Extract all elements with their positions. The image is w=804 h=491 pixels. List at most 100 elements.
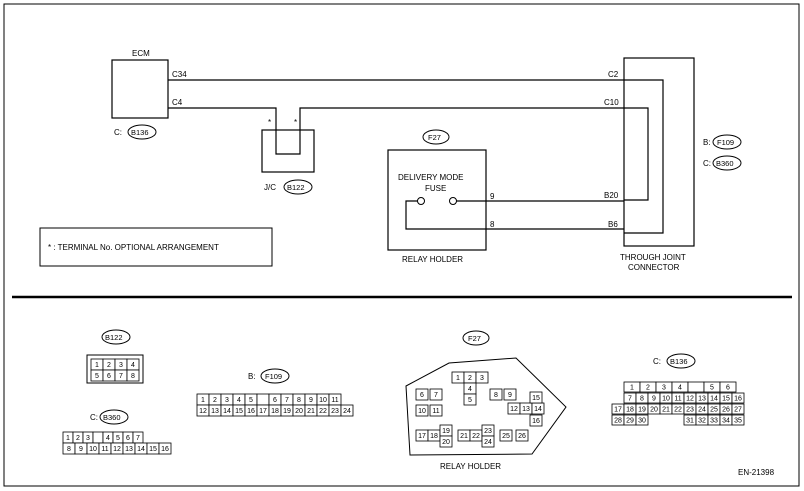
b136-pin-label: 8 — [640, 396, 644, 403]
f27-pin-label: 9 — [508, 392, 512, 399]
b136-pin-label: 19 — [638, 407, 646, 414]
b122-cell — [126, 369, 140, 382]
b360-cell — [158, 442, 172, 455]
ecm-conn-prefix: C: — [114, 128, 122, 137]
tj-pin-c2: C2 — [608, 70, 619, 79]
f27-pin-label: 14 — [534, 406, 542, 413]
f27-cell — [499, 429, 513, 442]
f27-pin-label: 1 — [456, 375, 460, 382]
b136-cell — [731, 414, 745, 426]
tj-pin-b20: B20 — [604, 191, 619, 200]
b136-pin-label: 24 — [698, 407, 706, 414]
b136-pin-label: 20 — [650, 407, 658, 414]
relay-holder-box — [387, 149, 487, 251]
f27-outline — [405, 357, 567, 456]
fuse-terminal-right — [449, 197, 457, 205]
f27-cell — [415, 404, 429, 417]
b136-pin-label: 31 — [686, 418, 694, 425]
f109-pin-label: 1 — [201, 397, 205, 404]
f27-cell — [415, 388, 429, 401]
f27-pin-label: 24 — [484, 439, 492, 446]
f27-pin-label: 19 — [442, 428, 450, 435]
f27-cell — [503, 388, 517, 401]
f109-pin-label: 12 — [199, 408, 207, 415]
relay-pin-9: 9 — [490, 192, 495, 201]
b136-pin-label: 22 — [674, 407, 682, 414]
ecm-pin-c4: C4 — [172, 98, 183, 107]
f27-pin-label: 22 — [472, 433, 480, 440]
fuse-label-line2: FUSE — [425, 184, 446, 193]
relay-conn-oval — [422, 129, 450, 145]
f109-pin-label: 24 — [343, 408, 351, 415]
f109-cell — [256, 393, 270, 406]
b122-pin-label: 4 — [131, 362, 135, 369]
f27-cell — [515, 429, 529, 442]
ecm-conn-oval — [127, 124, 157, 140]
joint-prefix: J/C — [264, 183, 276, 192]
b360-pin-label: 5 — [116, 435, 120, 442]
joint-connector-box — [261, 129, 315, 173]
b136-cell — [687, 381, 705, 393]
b136-pin-label: 12 — [686, 396, 694, 403]
b136-pin-label: 30 — [638, 418, 646, 425]
b360-pin-label: 1 — [66, 435, 70, 442]
b360-pin-label: 2 — [76, 435, 80, 442]
f109-pin-label: 15 — [235, 408, 243, 415]
f27-pin-label: 23 — [484, 428, 492, 435]
wire-pin8-b6 — [405, 200, 624, 230]
b136-pin-label: 32 — [698, 418, 706, 425]
f27-cell — [439, 435, 453, 448]
tj-conn-b-id: F109 — [717, 138, 734, 147]
b122-pin-label: 8 — [131, 373, 135, 380]
b122-view-id: B122 — [105, 333, 123, 342]
f27-pin-label: 25 — [502, 433, 510, 440]
f27-cell — [429, 388, 443, 401]
b122-pin-label: 3 — [119, 362, 123, 369]
b136-pin-label: 25 — [710, 407, 718, 414]
joint-conn-oval — [283, 179, 313, 195]
fuse-terminal-left — [417, 197, 425, 205]
f109-pin-label: 23 — [331, 408, 339, 415]
b136-pin-label: 3 — [662, 385, 666, 392]
b136-pin-label: 9 — [652, 396, 656, 403]
f27-pin-label: 2 — [468, 375, 472, 382]
f109-pin-label: 21 — [307, 408, 315, 415]
f27-pin-label: 12 — [510, 406, 518, 413]
f27-cell — [475, 371, 489, 384]
f109-pin-label: 19 — [283, 408, 291, 415]
b360-pin-label: 12 — [113, 446, 121, 453]
tj-label-c: C: — [703, 159, 711, 168]
f109-view-id: F109 — [265, 372, 282, 381]
f109-pin-label: 10 — [319, 397, 327, 404]
b360-pin-label: 16 — [161, 446, 169, 453]
b136-pin-label: 16 — [734, 396, 742, 403]
f109-pin-label: 2 — [213, 397, 217, 404]
tj-conn-c-oval — [712, 155, 742, 171]
tj-conn-b-oval — [712, 134, 742, 150]
f109-pin-label: 5 — [249, 397, 253, 404]
f109-pin-label: 20 — [295, 408, 303, 415]
f27-pin-label: 21 — [460, 433, 468, 440]
b360-pin-label: 4 — [106, 435, 110, 442]
relay-caption: RELAY HOLDER — [402, 255, 463, 264]
b136-pin-label: 14 — [710, 396, 718, 403]
b136-pin-label: 18 — [626, 407, 634, 414]
b360-pin-label: 6 — [126, 435, 130, 442]
b360-pin-label: 11 — [101, 446, 108, 453]
b136-pin-label: 33 — [710, 418, 718, 425]
f109-cell — [340, 404, 354, 417]
b136-pin-label: 4 — [678, 385, 682, 392]
f109-view-prefix: B: — [248, 372, 256, 381]
ecm-conn-id: B136 — [131, 128, 149, 137]
f109-pin-label: 8 — [297, 397, 301, 404]
f109-pin-label: 7 — [285, 397, 289, 404]
f27-view-id: F27 — [468, 334, 481, 343]
b136-cell — [731, 392, 745, 404]
relay-pin-8: 8 — [490, 220, 495, 229]
through-joint-box — [623, 57, 695, 247]
f27-cell — [429, 404, 443, 417]
f109-view-oval — [260, 368, 290, 384]
